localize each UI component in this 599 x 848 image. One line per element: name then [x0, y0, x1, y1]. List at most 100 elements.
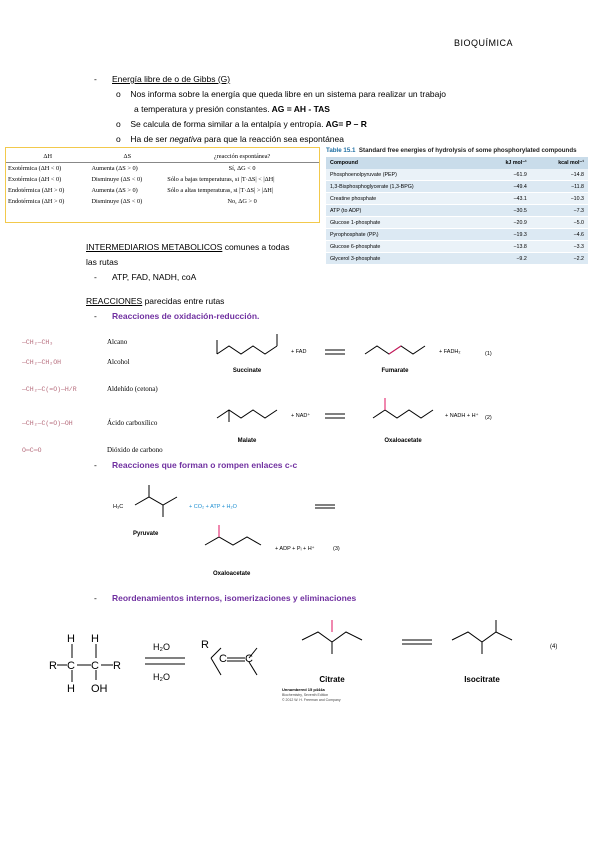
cell: Creatine phosphate [326, 192, 482, 205]
cell: Sólo a altas temperaturas, si |T·ΔS| > |… [167, 187, 274, 194]
svg-text:H: H [67, 633, 75, 645]
succinate-label: Succinate [233, 368, 262, 374]
list-item: O═C═O Dióxido de carbono [22, 440, 163, 460]
svg-text:R: R [49, 660, 57, 672]
fumarate-label: Fumarate [381, 368, 409, 374]
table-caption-text: Standard free energies of hydrolysis of … [358, 147, 577, 154]
table-row: Glucose 1-phosphate−20.9−5.0 [326, 216, 588, 229]
figure-credit: Unnumbered 15 p444a [282, 687, 325, 692]
subheading-isomer: Reordenamientos internos, isomerizacione… [112, 593, 357, 603]
intermediarios-text: comunes a todas [222, 242, 290, 252]
isocitrate-label: Isocitrate [464, 675, 500, 684]
group-formula: —CH₂—C(=O)—H/R [22, 385, 77, 393]
table-row: Exotérmica (ΔH < 0)Aumenta (ΔS > 0)Sí, Δ… [6, 163, 319, 175]
h3c-label: H₃C [113, 504, 123, 510]
svg-text:R: R [201, 639, 209, 651]
intermediarios-text: las rutas [86, 257, 119, 267]
cell: Sólo a bajas temperaturas, si |T·ΔS| < |… [167, 176, 275, 183]
cell: −5.0 [530, 216, 588, 229]
cell: Endotérmica (ΔH > 0) [8, 187, 65, 194]
header-cell: Compound [326, 157, 482, 169]
nadh-label: + NADH + H⁺ [445, 412, 479, 419]
dash-bullet: - [94, 311, 97, 321]
document-header: BIOQUÍMICA [453, 38, 513, 48]
cell: Aumenta (ΔS > 0) [91, 165, 138, 172]
svg-text:H: H [67, 683, 75, 695]
cell: Phosphoenolpyruvate (PEP) [326, 169, 482, 181]
table-row: Pyrophosphate (PPᵢ)−19.3−4.6 [326, 228, 588, 241]
group-formula: O═C═O [22, 446, 42, 454]
intermediarios-section: INTERMEDIARIOS METABOLICOS comunes a tod… [86, 240, 289, 285]
circle-bullet: o [116, 119, 121, 129]
cell: −43.1 [481, 192, 531, 205]
reacciones-text: parecidas entre rutas [142, 296, 225, 306]
svg-text:R: R [113, 660, 121, 672]
bullet-text: Se calcula de forma similar a la entalpí… [130, 119, 324, 129]
svg-text:H: H [91, 633, 99, 645]
cc-reagents: + CO₂ + ATP + H₂O [189, 504, 238, 510]
header-cell: ΔS [89, 151, 166, 163]
cell: Exotérmica (ΔH < 0) [8, 165, 62, 172]
table-row: Endotérmica (ΔH > 0) Aumenta (ΔS > 0) Sólo… [6, 185, 319, 196]
table-label: Table 15.1 [326, 147, 356, 154]
table-row: 1,3-Bisphosphoglycerate (1,3-BPG)−49.4−1… [326, 180, 588, 193]
reacciones-heading: REACCIONES [86, 296, 143, 306]
gibbs-spontaneity-table: ΔH ΔS ¿reacción espontánea? Exotérmica (… [5, 147, 320, 223]
group-formula: —CH₂—C(=O)—OH [22, 419, 73, 427]
group-formula: —CH₂—CH₃ [22, 338, 54, 346]
bullet-text: para que la reacción sea espontánea [201, 134, 344, 144]
cell: −4.6 [530, 228, 588, 241]
h2o-top: H₂O [153, 642, 170, 652]
bullet-text: Ha de ser [130, 134, 170, 144]
reaction-number-1: (1) [485, 351, 492, 357]
svg-text:C: C [67, 660, 75, 672]
cell: −3.3 [530, 240, 588, 253]
list-item: —CH₂—C(=O)—H/R Aldehído (cetona) [22, 372, 163, 406]
header-cell: ¿reacción espontánea? [165, 151, 319, 163]
gibbs-bullet: o Se calcula de forma similar a la ental… [94, 117, 446, 132]
reaction-number-2: (2) [485, 415, 492, 421]
figure-credit: Biochemistry, Seventh Edition [282, 693, 328, 697]
table-row: Phosphoenolpyruvate (PEP)−61.9−14.8 [326, 169, 588, 181]
oxaloacetate-label: Oxaloacetate [384, 438, 422, 444]
dash-bullet: - [94, 460, 97, 470]
reaction-number-3: (3) [333, 546, 340, 552]
bullet-text: Nos informa sobre la energía que queda l… [130, 89, 447, 99]
malate-label: Malate [238, 438, 257, 444]
group-name: Aldehído (cetona) [107, 385, 158, 393]
cell: −9.2 [481, 252, 531, 265]
cell: No, ΔG > 0 [227, 198, 257, 205]
table-row: Exotérmica (ΔH < 0) Disminuye (ΔS < 0) Sól… [6, 174, 319, 185]
cell: ATP (to ADP) [326, 204, 482, 217]
cell: Aumenta (ΔS > 0) [91, 187, 138, 194]
circle-bullet: o [116, 89, 121, 99]
cell: Exotérmica (ΔH < 0) [8, 176, 62, 183]
header-cell: kcal mol⁻¹ [530, 157, 588, 169]
subheading-cc-line: - Reacciones que forman o rompen enlaces … [94, 460, 297, 470]
cell: −20.9 [481, 216, 531, 229]
redox-reactions-diagram: Succinate Fumarate + FAD + FADH₂ (1) Mal… [216, 334, 492, 444]
cell: Glucose 1-phosphate [326, 216, 482, 229]
fadh2-label: + FADH₂ [439, 349, 461, 355]
cell: −14.8 [530, 169, 588, 181]
isomerization-diagram: Citrate Isocitrate (4) Unnumbered 15 p44… [282, 620, 557, 702]
pyruvate-label: Pyruvate [133, 531, 159, 537]
cell: −2.2 [530, 252, 588, 265]
h2o-bottom: H₂O [153, 672, 170, 682]
group-name: Dióxido de carbono [107, 446, 163, 454]
subheading-redox: Reacciones de oxidación-reducción. [112, 311, 260, 321]
table-row: Endotérmica (ΔH > 0)Disminuye (ΔS < 0)No… [6, 196, 319, 207]
gibbs-section: -Energía libre de o de Gibbs (G) o Nos i… [94, 72, 446, 147]
intermediarios-heading: INTERMEDIARIOS METABOLICOS [86, 242, 223, 252]
cell: Disminuye (ΔS < 0) [91, 176, 143, 183]
cell: Pyrophosphate (PPᵢ) [326, 228, 482, 241]
header-cell: ΔH [6, 151, 90, 163]
subheading-cc: Reacciones que forman o rompen enlaces c… [112, 460, 298, 470]
cell: Glucose 6-phosphate [326, 240, 482, 253]
table-row: Creatine phosphate−43.1−10.3 [326, 192, 588, 205]
